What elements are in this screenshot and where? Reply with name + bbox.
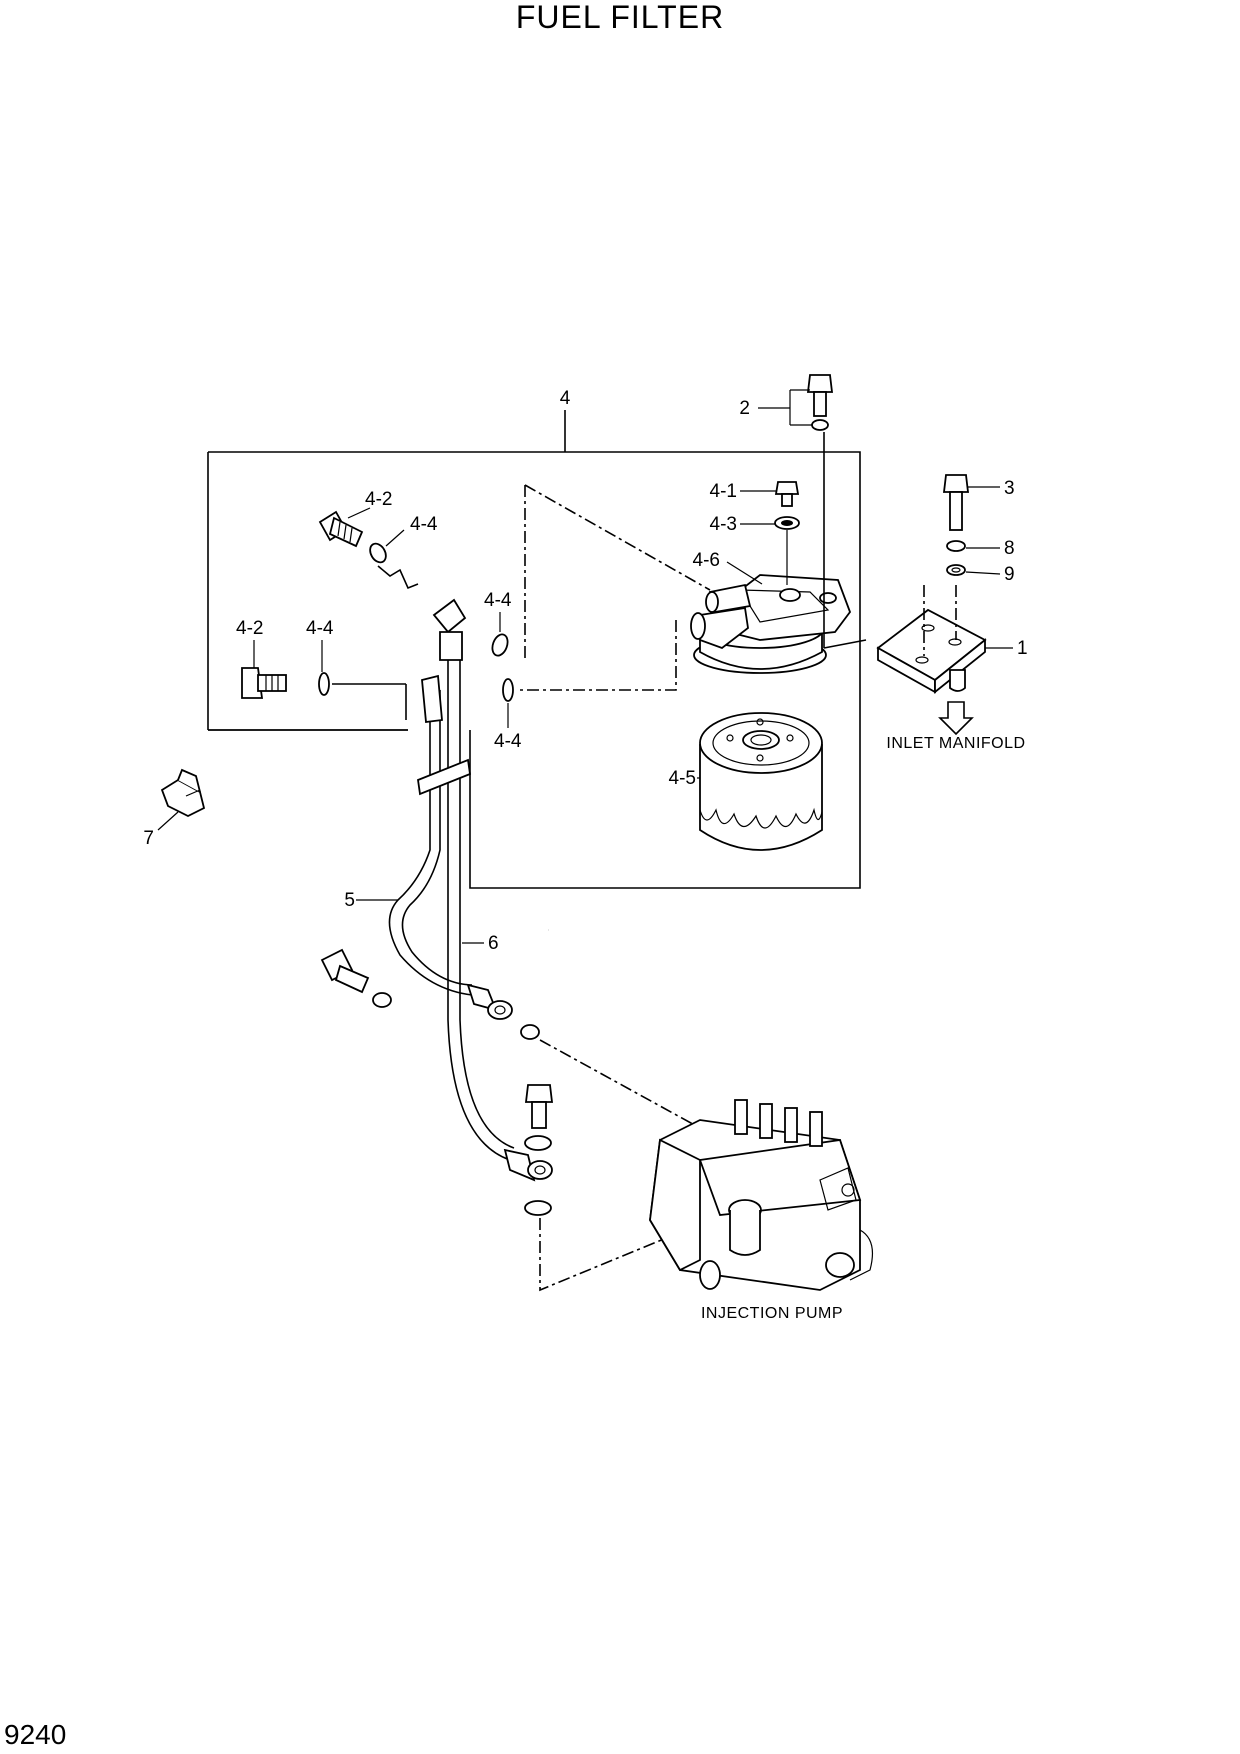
fuel-hose-6[interactable]	[447, 650, 515, 1161]
seal-ring-4-4-b[interactable]	[502, 678, 514, 702]
injection-pump[interactable]	[649, 1099, 873, 1291]
inlet-manifold-note: INLET MANIFOLD	[886, 735, 1025, 752]
callout-8: 8	[1004, 538, 1015, 559]
banjo-bolt-lower[interactable]	[241, 667, 287, 699]
callout-4-4-lower: 4-4	[306, 618, 334, 639]
loose-clip[interactable]	[160, 768, 206, 818]
diagram-title: FUEL FILTER	[516, 0, 724, 35]
callout-4-4-right-lower: 4-4	[494, 731, 522, 752]
callout-4-1: 4-1	[710, 481, 737, 502]
hollow-bolt-2[interactable]	[524, 1084, 554, 1129]
washer-a[interactable]	[372, 992, 392, 1008]
mounting-bracket[interactable]	[876, 608, 987, 694]
callout-4-2-lower: 4-2	[236, 618, 263, 639]
hose-clip[interactable]	[417, 758, 471, 796]
callout-4-4-right-upper: 4-4	[484, 590, 512, 611]
hose-fitting-upper[interactable]	[421, 598, 467, 724]
inlet-arrow-icon	[938, 701, 974, 736]
page-number: 9240	[4, 1719, 66, 1750]
seal-ring-lower[interactable]	[318, 672, 330, 696]
flat-washer-9[interactable]	[946, 564, 966, 576]
bolt-3[interactable]	[942, 474, 970, 531]
bolt-2[interactable]	[806, 374, 834, 431]
banjo-bolt-upper[interactable]	[318, 510, 364, 548]
vent-plug[interactable]	[774, 481, 800, 507]
eye-fitting-1[interactable]	[466, 983, 513, 1020]
filter-head[interactable]	[690, 574, 852, 674]
eye-fitting-2[interactable]	[503, 1148, 553, 1182]
lock-washer-8[interactable]	[946, 540, 966, 552]
hollow-bolt-1[interactable]	[320, 948, 370, 994]
fuel-hose-5[interactable]	[388, 690, 473, 996]
seal-ring-upper[interactable]	[367, 541, 389, 565]
callout-4-5: 4-5	[669, 768, 696, 789]
callout-3: 3	[1004, 478, 1015, 499]
injection-pump-note: INJECTION PUMP	[701, 1305, 843, 1322]
callout-leaders	[157, 389, 1013, 944]
washer-c[interactable]	[524, 1135, 552, 1151]
callout-9: 9	[1004, 564, 1015, 585]
washer-b[interactable]	[520, 1024, 540, 1040]
callout-4: 4	[560, 388, 571, 409]
callout-4-6: 4-6	[693, 550, 720, 571]
seal-ring-4-4-a[interactable]	[490, 632, 511, 657]
callout-4-2-upper: 4-2	[365, 489, 392, 510]
callout-4-3: 4-3	[710, 514, 737, 535]
callout-7: 7	[143, 828, 154, 849]
callout-5: 5	[344, 890, 355, 911]
callout-2: 2	[739, 398, 750, 419]
filter-cartridge[interactable]	[699, 712, 823, 851]
washer-d[interactable]	[524, 1200, 552, 1216]
callout-1: 1	[1017, 638, 1028, 659]
callout-4-4-upper: 4-4	[410, 514, 438, 535]
callout-6: 6	[488, 933, 499, 954]
